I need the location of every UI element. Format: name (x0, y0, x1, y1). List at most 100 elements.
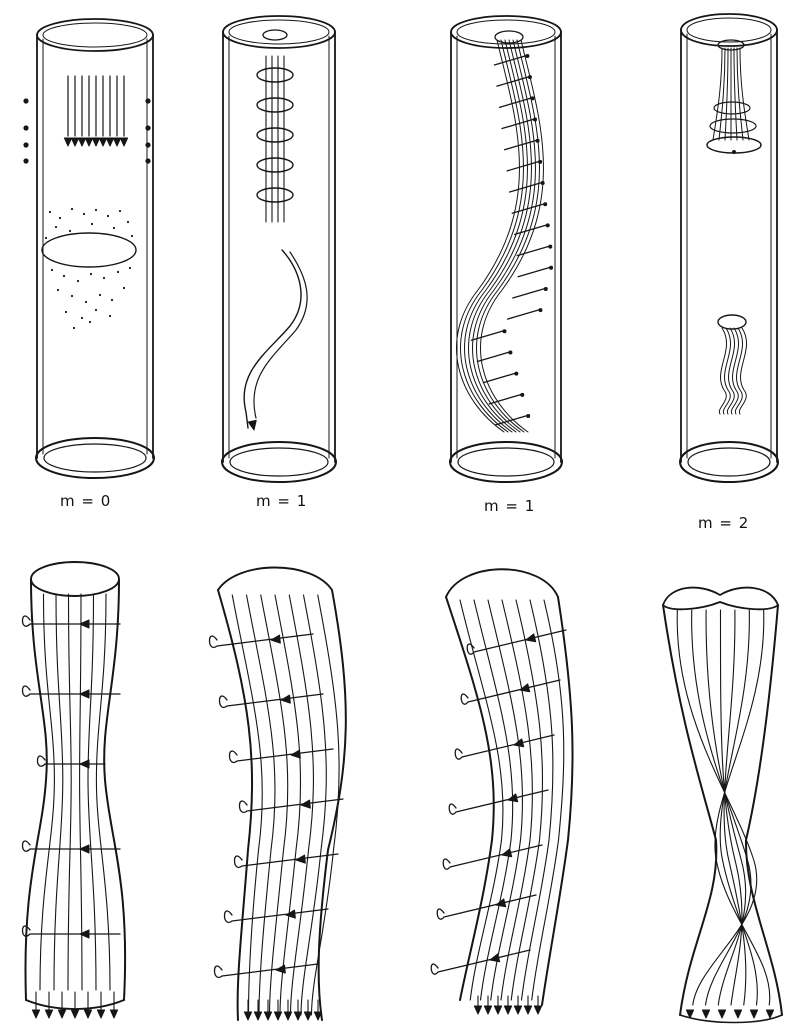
helix-ring (513, 288, 547, 298)
field-arrow (85, 138, 92, 146)
electrode-dot (145, 142, 150, 147)
exit-arrow (274, 1012, 281, 1020)
column-m0 (23, 562, 126, 1018)
helix-ring (515, 224, 549, 234)
field-arrow (92, 138, 99, 146)
lower-column-cap (718, 315, 746, 329)
exit-arrow (110, 1010, 117, 1018)
column-outline-right (319, 590, 346, 1020)
helix-ring (471, 330, 505, 340)
speckle (95, 209, 97, 211)
speckle (83, 213, 85, 215)
electrode-dot (145, 125, 150, 130)
tube-m2 (680, 14, 778, 482)
tube-m1-a (222, 16, 336, 482)
electrode-dot (145, 98, 150, 103)
exit-arrow (264, 1012, 271, 1020)
tube-m0-contents (23, 76, 150, 329)
exit-arrow (58, 1010, 65, 1018)
speckle (71, 208, 73, 210)
column-outline-left (446, 597, 494, 1000)
helix-ring (489, 394, 523, 404)
exit-arrow (304, 1012, 311, 1020)
helix-ring-dot (514, 372, 518, 376)
electrode-dot (23, 158, 28, 163)
tube-top-rim (223, 16, 335, 48)
tube-m2-contents (707, 40, 761, 414)
helix-ring-dot (549, 266, 553, 270)
helix-ring (477, 351, 511, 361)
exit-arrow (484, 1006, 491, 1014)
tube-bottom-inner-rim (44, 444, 146, 472)
helix-ring-dot (533, 118, 537, 122)
column-top-cap (218, 568, 332, 591)
exit-arrow (474, 1006, 481, 1014)
field-line (40, 594, 54, 990)
speckle (103, 277, 105, 279)
helix-ring-dot (528, 75, 532, 79)
helix-arrow (276, 965, 285, 973)
mode-label-m0: m = 0 (60, 492, 111, 510)
helix-ring-dot (538, 308, 542, 312)
tube-top-inner-rim (229, 20, 329, 44)
coil-loop (257, 188, 293, 202)
exit-arrow (71, 1010, 78, 1018)
exit-arrow (750, 1010, 757, 1018)
exit-arrow (254, 1012, 261, 1020)
tube-bottom-inner-rim (688, 448, 770, 476)
azimuthal-arrow (80, 845, 89, 853)
speckle (45, 237, 47, 239)
field-line (54, 594, 63, 990)
field-line (80, 594, 82, 990)
tube-top-rim (37, 19, 153, 51)
helix-ring-dot (543, 202, 547, 206)
wiggly-path-b (254, 252, 307, 418)
column-top-cap (446, 569, 558, 597)
speckle (63, 275, 65, 277)
exit-arrow (524, 1006, 531, 1014)
field-arrow (71, 138, 78, 146)
coil-loop (257, 68, 293, 82)
speckle (127, 221, 129, 223)
speckle (95, 309, 97, 311)
speckle (73, 327, 75, 329)
helix-loop (215, 964, 319, 977)
tube-m1-b-contents (457, 31, 554, 432)
helix-arrow (496, 899, 506, 907)
twisted-field-line (692, 610, 751, 1005)
exit-arrow (45, 1010, 52, 1018)
field-line (96, 594, 110, 990)
mode-label-m1-a: m = 1 (256, 492, 307, 510)
twisted-field-line (715, 610, 770, 1005)
speckle (99, 294, 101, 296)
mode-label-m1-b: m = 1 (484, 497, 535, 515)
speckle (55, 226, 57, 228)
helix-ring-dot (546, 223, 550, 227)
helix-loop (235, 854, 339, 867)
speckle (69, 230, 71, 232)
electrode-dot (145, 158, 150, 163)
helix-arrow (490, 954, 500, 962)
speckle (119, 210, 121, 212)
helix-ring (518, 267, 552, 277)
speckle (85, 301, 87, 303)
field-arrow (99, 138, 106, 146)
exit-arrow (514, 1006, 521, 1014)
coil-loop (257, 128, 293, 142)
helix-ring (495, 415, 529, 425)
column-outline-left (25, 580, 46, 1000)
azimuthal-loop (23, 686, 121, 696)
column-outline-right (542, 597, 573, 1005)
speckle (111, 299, 113, 301)
tube-top-inner-rim (687, 18, 771, 42)
speckle (123, 287, 125, 289)
column-top-cap (663, 588, 778, 610)
tube-m1-a-contents (244, 30, 307, 430)
helix-ring-dot (538, 160, 542, 164)
helix-ring-dot (544, 287, 548, 291)
helix-ring-dot (530, 96, 534, 100)
speckle (129, 267, 131, 269)
tube-top-rim (681, 14, 777, 46)
helix-ring (507, 161, 541, 171)
